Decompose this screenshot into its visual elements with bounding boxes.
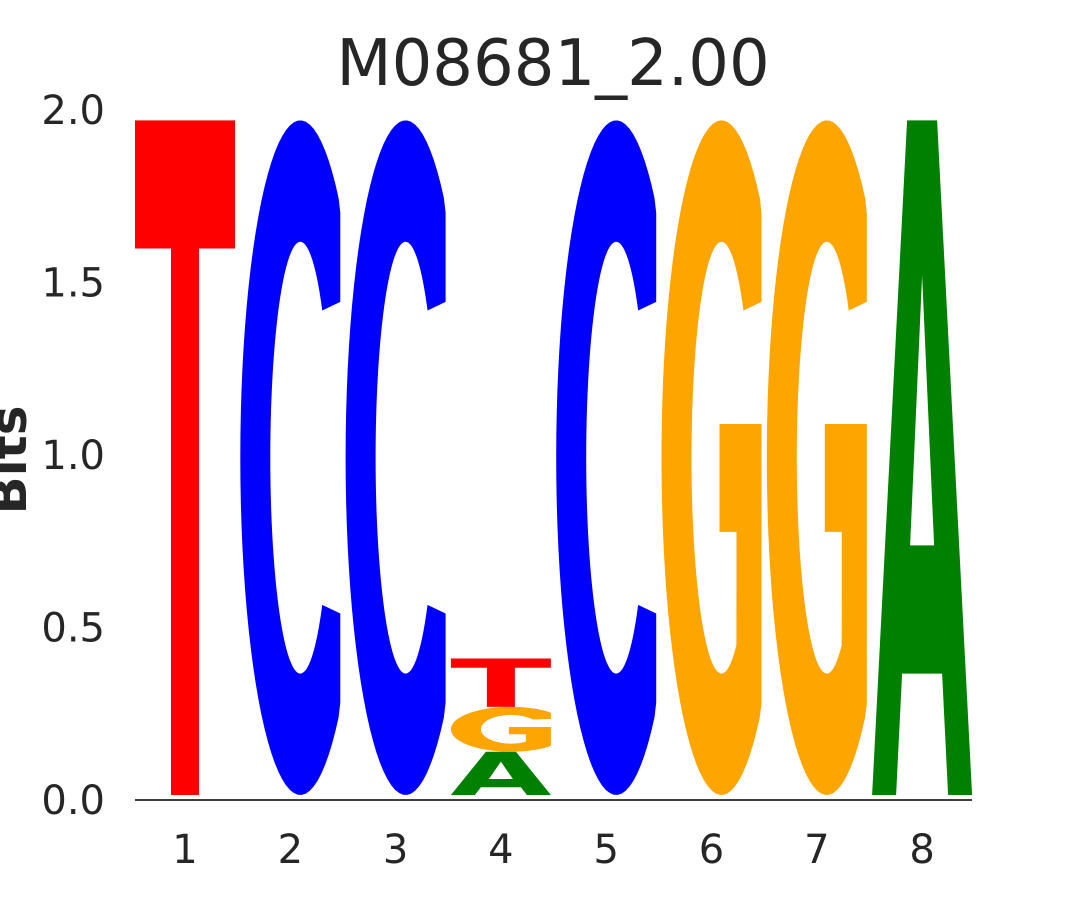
x-tick-label: 3 xyxy=(383,827,408,873)
logo-letter-C-pos-2 xyxy=(240,120,341,795)
logo-letter-G-pos-7 xyxy=(766,120,867,795)
logo-letter-G-pos-4 xyxy=(450,706,551,752)
logo-letter-G-pos-6 xyxy=(661,120,762,795)
logo-letter-A-pos-4 xyxy=(450,751,551,795)
y-tick-label: 1.5 xyxy=(41,261,105,307)
chart-title: M08681_2.00 xyxy=(336,27,769,101)
x-tick-label: 1 xyxy=(172,827,197,873)
y-tick-label: 0.0 xyxy=(41,778,105,824)
y-axis-ticks: 0.0 0.5 1.0 1.5 2.0 xyxy=(41,88,105,824)
x-tick-label: 6 xyxy=(699,827,724,873)
logo-letter-T-pos-4 xyxy=(450,658,551,707)
x-tick-label: 4 xyxy=(488,827,513,873)
logo-letter-C-pos-3 xyxy=(345,120,446,795)
logo-letter-T-pos-1 xyxy=(135,120,235,796)
x-axis-ticks: 1 2 3 4 5 6 7 8 xyxy=(172,827,935,873)
logo-letters xyxy=(135,120,973,796)
logo-letter-A-pos-8 xyxy=(872,120,973,796)
y-tick-label: 1.0 xyxy=(41,433,105,479)
y-tick-label: 0.5 xyxy=(41,606,105,652)
logo-letter-C-pos-5 xyxy=(556,120,657,795)
x-tick-label: 2 xyxy=(278,827,303,873)
y-axis-label: Bits xyxy=(0,406,38,515)
x-tick-label: 5 xyxy=(593,827,618,873)
x-tick-label: 7 xyxy=(804,827,829,873)
y-tick-label: 2.0 xyxy=(41,88,105,134)
x-tick-label: 8 xyxy=(909,827,934,873)
